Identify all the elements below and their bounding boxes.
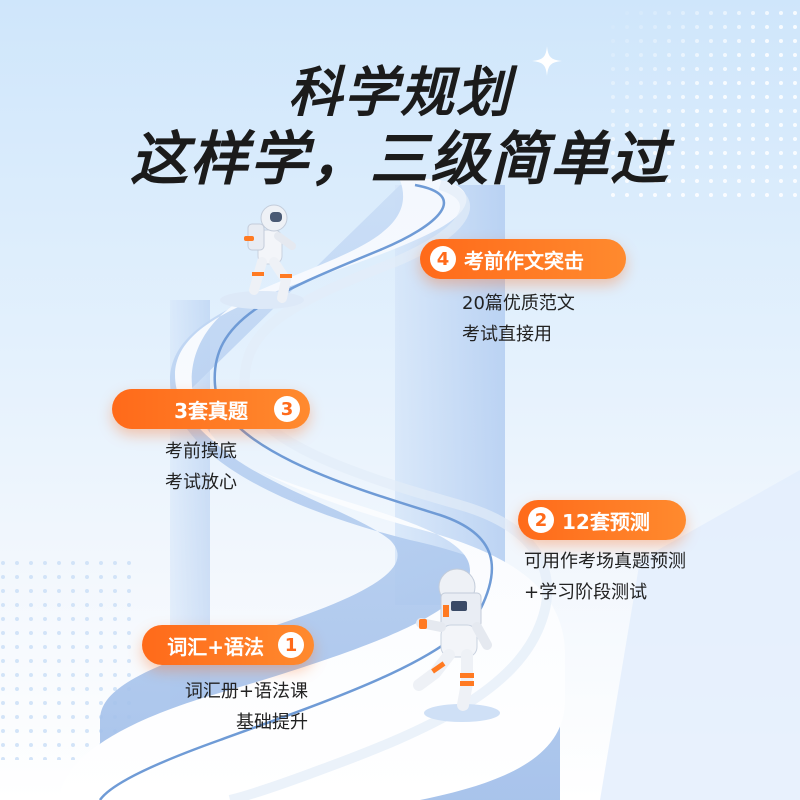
step-3-description: 考前摸底 考试放心 bbox=[165, 436, 237, 498]
step-1-number: 1 bbox=[278, 632, 304, 658]
step-2-description: 可用作考场真题预测 +学习阶段测试 bbox=[524, 546, 686, 608]
step-4-badge: 4 考前作文突击 bbox=[420, 239, 626, 279]
step-4-number: 4 bbox=[430, 246, 456, 272]
step-3-line-2: 考试放心 bbox=[165, 472, 237, 493]
step-1-line-1: 词汇册+语法课 bbox=[184, 681, 308, 702]
step-4-line-2: 考试直接用 bbox=[462, 324, 552, 345]
page-subtitle: 这样学，三级简单过 bbox=[129, 125, 670, 193]
step-3-line-1: 考前摸底 bbox=[165, 441, 237, 462]
step-2-badge: 2 12套预测 bbox=[518, 500, 686, 540]
step-3-number: 3 bbox=[274, 396, 300, 422]
step-1-label: 词汇+语法 bbox=[167, 634, 264, 659]
step-3-badge: 3套真题 3 bbox=[112, 389, 310, 429]
step-4-description: 20篇优质范文 考试直接用 bbox=[462, 288, 575, 350]
step-2-line-1: 可用作考场真题预测 bbox=[524, 551, 686, 572]
step-2-line-2: +学习阶段测试 bbox=[524, 582, 648, 603]
astronaut-icon bbox=[413, 568, 492, 711]
step-1-line-2: 基础提升 bbox=[236, 712, 308, 733]
step-4-line-1: 20篇优质范文 bbox=[462, 293, 575, 314]
step-1-description: 词汇册+语法课 基础提升 bbox=[158, 676, 308, 738]
dot-pattern-top-right bbox=[610, 10, 800, 200]
step-3-label: 3套真题 bbox=[174, 398, 248, 423]
step-4-label: 考前作文突击 bbox=[464, 248, 584, 273]
step-2-label: 12套预测 bbox=[562, 509, 650, 534]
page-title: 科学规划 bbox=[288, 61, 512, 124]
step-2-number: 2 bbox=[528, 507, 554, 533]
astronaut-icon bbox=[244, 204, 296, 303]
step-1-badge: 词汇+语法 1 bbox=[142, 625, 314, 665]
sparkle-icon bbox=[532, 46, 562, 76]
